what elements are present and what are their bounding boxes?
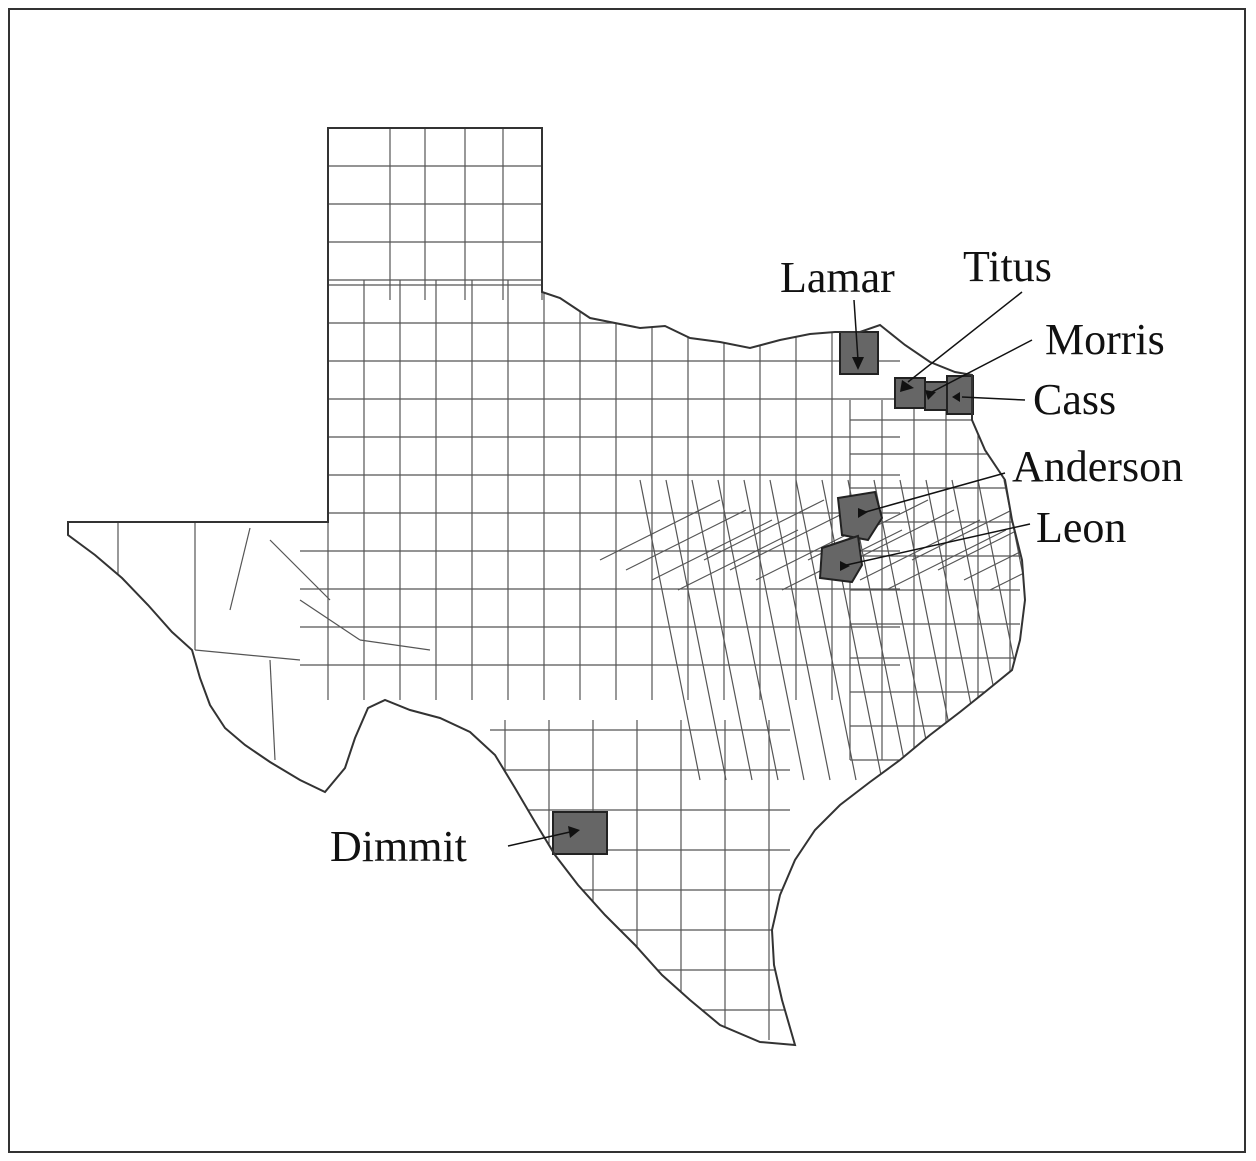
county-border-line	[359, 639, 431, 651]
label-cass: Cass	[1033, 375, 1116, 424]
leader-lamar	[853, 299, 859, 361]
arrowhead-anderson	[858, 508, 868, 518]
county-titus	[894, 377, 926, 409]
label-arrowheads	[568, 357, 960, 838]
county-border-line	[269, 659, 276, 761]
county-border-line	[691, 479, 753, 781]
leader-dimmit	[507, 831, 571, 847]
county-border-line	[269, 539, 331, 601]
county-borders	[117, 128, 1025, 1040]
leader-anderson	[861, 472, 1006, 514]
map-frame	[8, 8, 1246, 1153]
county-border-line	[925, 479, 987, 781]
arrowhead-leon	[840, 561, 850, 571]
county-border-line	[625, 509, 747, 571]
arrowhead-morris	[925, 390, 936, 400]
arrowhead-lamar	[852, 357, 864, 370]
county-border-line	[677, 529, 799, 591]
county-border-line	[769, 479, 831, 781]
label-morris: Morris	[1045, 315, 1165, 364]
county-border-line	[599, 499, 721, 561]
label-leader-lines	[507, 291, 1033, 847]
leader-morris	[929, 339, 1033, 394]
label-titus: Titus	[963, 242, 1052, 291]
leader-leon	[841, 523, 1031, 567]
leader-cass	[961, 396, 1026, 401]
label-anderson: Anderson	[1012, 442, 1183, 491]
label-leon: Leon	[1036, 503, 1126, 552]
county-border-line	[299, 599, 361, 641]
arrowhead-titus	[900, 380, 914, 392]
leader-titus	[907, 291, 1023, 383]
label-lamar: Lamar	[780, 253, 895, 302]
county-border-line	[194, 649, 301, 661]
county-border-line	[229, 527, 251, 611]
county-border-line	[859, 519, 981, 581]
county-border-line	[743, 479, 805, 781]
county-border-line	[795, 479, 857, 781]
label-dimmit: Dimmit	[330, 822, 467, 871]
county-border-line	[977, 479, 1025, 781]
arrowhead-cass	[952, 392, 960, 402]
county-border-line	[651, 519, 773, 581]
county-border-line	[703, 499, 825, 561]
county-dimmit	[552, 811, 608, 855]
county-leon	[818, 534, 864, 584]
county-border-line	[873, 479, 935, 781]
county-border-line	[937, 509, 1025, 571]
texas-outline	[67, 127, 1027, 1047]
county-border-line	[821, 479, 883, 781]
arrowhead-dimmit	[568, 826, 580, 838]
